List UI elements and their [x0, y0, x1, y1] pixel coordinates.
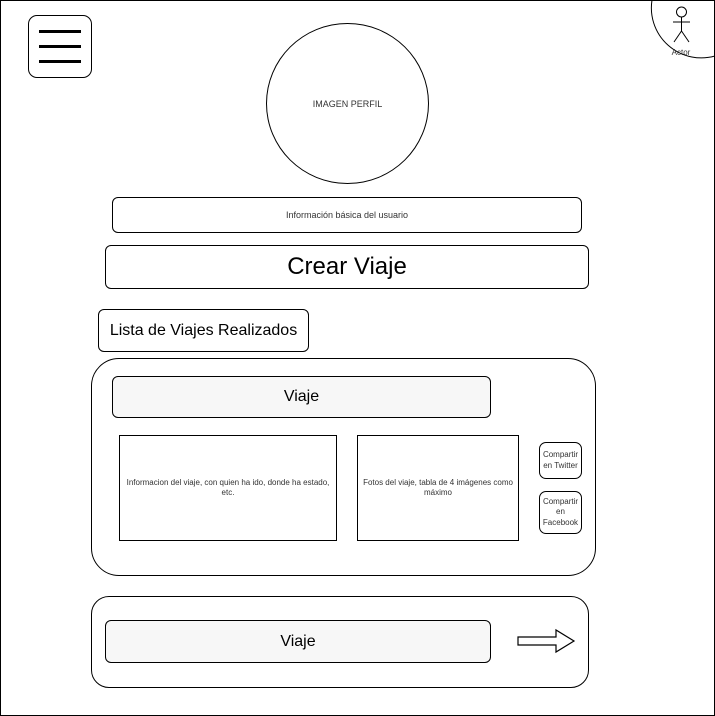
trip-list-title: Lista de Viajes Realizados — [98, 309, 309, 352]
trip-title-bar[interactable]: Viaje — [105, 620, 491, 663]
menu-button[interactable] — [28, 15, 92, 78]
share-twitter-button[interactable]: Compartir en Twitter — [539, 442, 582, 479]
actor-label: Actor — [671, 48, 691, 57]
hamburger-menu-icon — [39, 24, 81, 69]
trip-title: Viaje — [283, 388, 320, 405]
trip-photos-panel: Fotos del viaje, tabla de 4 imágenes com… — [357, 435, 519, 541]
trip-title-bar[interactable]: Viaje — [112, 376, 491, 418]
share-facebook-button[interactable]: Compartir en Facebook — [539, 491, 582, 534]
trip-title: Viaje — [280, 632, 316, 650]
profile-image: IMAGEN PERFIL — [266, 23, 429, 184]
stick-figure-actor-icon — [650, 0, 715, 59]
trip-list-title-label: Lista de Viajes Realizados — [109, 321, 298, 339]
create-trip-label: Crear Viaje — [287, 253, 407, 280]
right-arrow-icon[interactable] — [516, 628, 578, 656]
trip-info-panel: Informacion del viaje, con quien ha ido,… — [119, 435, 337, 541]
trip-info-text: Informacion del viaje, con quien ha ido,… — [126, 478, 330, 497]
profile-image-label: IMAGEN PERFIL — [312, 98, 383, 109]
user-basic-info: Información básica del usuario — [112, 197, 582, 233]
create-trip-button[interactable]: Crear Viaje — [105, 245, 589, 289]
share-twitter-label: Compartir en Twitter — [542, 450, 579, 470]
trip-photos-text: Fotos del viaje, tabla de 4 imágenes com… — [363, 478, 513, 497]
user-basic-info-label: Información básica del usuario — [285, 210, 409, 220]
share-facebook-label: Compartir en Facebook — [542, 496, 579, 527]
